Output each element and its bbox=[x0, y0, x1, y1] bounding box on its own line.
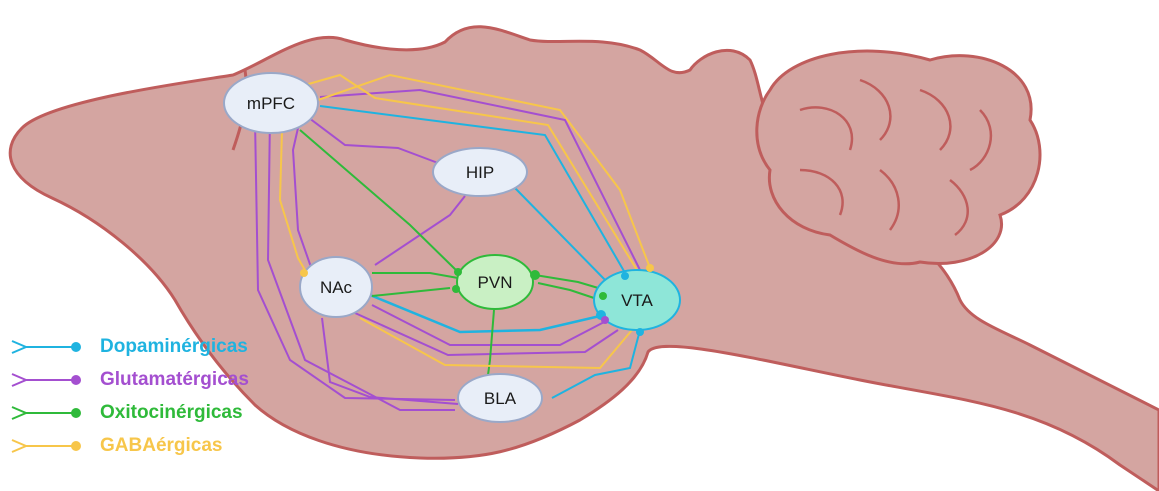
legend-label-dopamine: Dopaminérgicas bbox=[100, 336, 248, 358]
node-label-nac: NAc bbox=[320, 278, 353, 297]
node-label-pvn: PVN bbox=[478, 273, 513, 292]
dot-vta-gaba bbox=[646, 264, 654, 272]
dopamine-synapse-icon bbox=[10, 337, 96, 357]
dot-vta-oxytocin bbox=[599, 292, 607, 300]
dot-pvn-oxytocin-2 bbox=[530, 270, 540, 280]
node-label-bla: BLA bbox=[484, 389, 517, 408]
node-label-hip: HIP bbox=[466, 163, 494, 182]
node-label-mpfc: mPFC bbox=[247, 94, 295, 113]
legend-item-dopamine: Dopaminérgicas bbox=[10, 330, 249, 363]
legend-item-gaba: GABAérgicas bbox=[10, 429, 249, 462]
legend-item-oxytocin: Oxitocinérgicas bbox=[10, 396, 249, 429]
legend: Dopaminérgicas Glutamatérgicas Oxitociné… bbox=[10, 330, 249, 462]
node-bla[interactable]: BLA bbox=[458, 374, 542, 422]
node-nac[interactable]: NAc bbox=[300, 257, 372, 317]
dot-vta-dopamine-3 bbox=[636, 328, 644, 336]
legend-label-glutamate: Glutamatérgicas bbox=[100, 369, 249, 391]
dot-nac-gaba bbox=[300, 269, 308, 277]
node-mpfc[interactable]: mPFC bbox=[224, 73, 318, 133]
dot-vta-glutamate bbox=[601, 316, 609, 324]
node-hip[interactable]: HIP bbox=[433, 148, 527, 196]
legend-label-oxytocin: Oxitocinérgicas bbox=[100, 402, 243, 424]
legend-item-glutamate: Glutamatérgicas bbox=[10, 363, 249, 396]
legend-label-gaba: GABAérgicas bbox=[100, 435, 223, 457]
gaba-synapse-icon bbox=[10, 436, 96, 456]
dot-pvn-oxytocin-1 bbox=[454, 268, 462, 276]
node-pvn[interactable]: PVN bbox=[457, 255, 533, 309]
dot-pvn-oxytocin-3 bbox=[452, 285, 460, 293]
dot-vta-dopamine-2 bbox=[621, 272, 629, 280]
node-label-vta: VTA bbox=[621, 291, 653, 310]
oxytocin-synapse-icon bbox=[10, 403, 96, 423]
glutamate-synapse-icon bbox=[10, 370, 96, 390]
